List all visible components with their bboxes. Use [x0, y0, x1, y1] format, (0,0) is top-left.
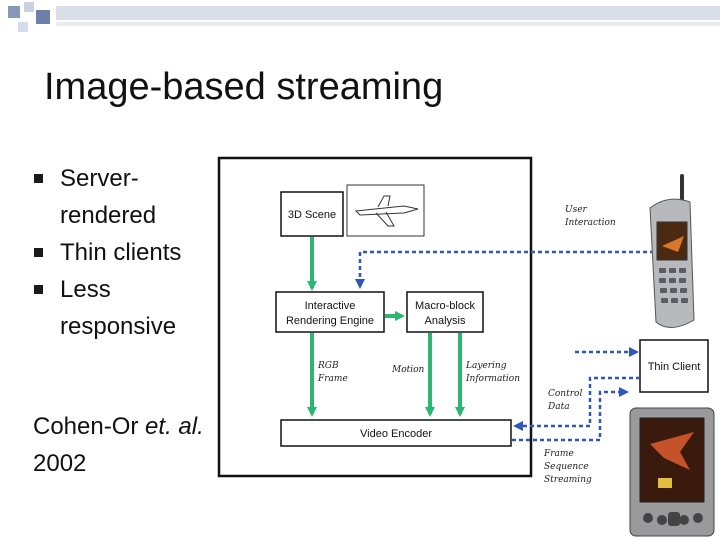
square-bullet-icon	[34, 174, 43, 183]
pda-device-icon	[629, 407, 715, 537]
bullet-item: Less responsive	[34, 271, 224, 345]
bullet-item: Thin clients	[34, 234, 224, 271]
frame-streaming-label-1: Frame	[543, 449, 574, 459]
rendering-engine-label-2: Rendering Engine	[286, 315, 374, 327]
macro-block-box	[406, 291, 484, 333]
video-encoder-label: Video Encoder	[360, 428, 432, 440]
layering-label-1: Layering	[465, 361, 507, 371]
bullet-list: Server-rendered Thin clients Less respon…	[34, 160, 224, 345]
frame-streaming-label-2: Sequence	[544, 462, 589, 472]
bullet-text: Server-rendered	[60, 165, 157, 229]
square-bullet-icon	[34, 285, 43, 294]
control-data-label-1: Control	[548, 389, 582, 399]
rgb-frame-label-2: Frame	[317, 374, 348, 384]
video-encoder-box	[280, 419, 512, 447]
frame-streaming-label-3: Streaming	[544, 475, 592, 485]
frame-streaming-arrow	[512, 387, 629, 442]
user-interaction-label-2: Interaction	[564, 218, 616, 228]
citation: Cohen-Or et. al. 2002	[33, 408, 233, 482]
bullet-text: Less responsive	[60, 276, 177, 340]
citation-year: 2002	[33, 450, 87, 477]
rgb-frame-label-1: RGB	[317, 361, 339, 371]
thin-client-label: Thin Client	[648, 361, 701, 373]
slide-title: Image-based streaming	[44, 66, 444, 108]
cell-phone-icon	[649, 174, 695, 328]
rendering-engine-label-1: Interactive	[305, 300, 356, 312]
citation-etal: et. al.	[145, 413, 204, 440]
scene-box	[280, 191, 344, 237]
citation-author: Cohen-Or	[33, 413, 146, 440]
macro-block-label-2: Analysis	[425, 315, 466, 327]
user-interaction-arrow	[355, 250, 668, 289]
bullet-item: Server-rendered	[34, 160, 224, 234]
thin-client-box	[639, 339, 709, 393]
motion-label: Motion	[391, 365, 425, 375]
rendering-engine-box	[275, 291, 385, 333]
control-data-arrow	[513, 376, 640, 431]
scene-label: 3D Scene	[288, 209, 336, 221]
layering-label-2: Information	[465, 374, 520, 384]
square-bullet-icon	[34, 248, 43, 257]
bullet-text: Thin clients	[60, 239, 182, 266]
corner-decoration	[0, 0, 720, 40]
macro-block-label-1: Macro-block	[415, 300, 475, 312]
airplane-icon	[346, 184, 425, 237]
control-data-label-2: Data	[547, 402, 570, 412]
user-interaction-label-1: User	[565, 205, 588, 215]
